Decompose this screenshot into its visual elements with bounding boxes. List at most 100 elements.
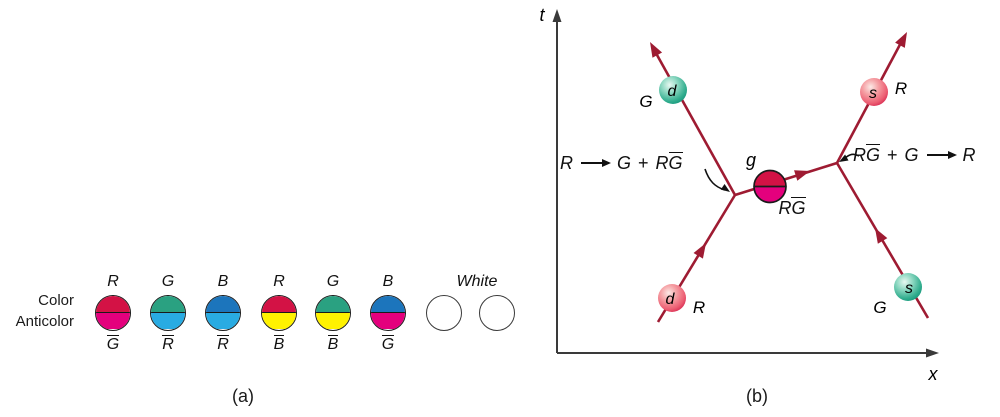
right-reaction: RG + G R (853, 144, 976, 166)
disc-divider (96, 311, 130, 314)
gluon-disc-top-half (754, 170, 786, 187)
gluon-color-disc (315, 295, 351, 331)
gluon-symbol: g (746, 150, 756, 170)
disc-bottom-half (151, 313, 185, 329)
outgoing-s-symbol: s (869, 85, 877, 102)
caption-a: (a) (232, 386, 254, 406)
left-reaction-gluon: RG (656, 152, 683, 174)
disc-bottom-half (316, 313, 350, 329)
disc-divider (371, 311, 405, 314)
color-label: B (382, 273, 394, 290)
right-reaction-second: G (904, 144, 919, 165)
gluon-color-label: RG (770, 197, 814, 219)
color-label: B (217, 273, 229, 290)
anticolor-letter: G (381, 335, 395, 353)
x-axis-label: x (928, 364, 939, 384)
left-reaction: R G + RG (560, 152, 683, 174)
t-axis-arrowhead (552, 9, 562, 22)
disc-top-half (262, 296, 296, 312)
right-reaction-rhs: R (962, 144, 976, 165)
gluon-color-bar: G (791, 197, 806, 218)
outgoing-d-arrowhead (650, 42, 663, 58)
left-reaction-gluon-bar: G (668, 152, 683, 173)
gluon-color-disc (261, 295, 297, 331)
incoming-s-color: G (873, 298, 886, 317)
anticolor-label: G (95, 335, 131, 354)
anticolor-letter: B (327, 335, 339, 353)
color-label: R (273, 273, 285, 290)
left-reaction-lhs: R (560, 152, 573, 173)
yields-arrow (581, 159, 611, 166)
outgoing-d-color: G (639, 92, 652, 111)
t-axis-label: t (539, 5, 545, 25)
incoming-d-arrowhead (693, 243, 706, 259)
gluon-propagator-line (734, 161, 838, 197)
anticolor-letter: G (106, 335, 120, 353)
anticolor-label: G (370, 335, 406, 354)
anticolor-label: R (205, 335, 241, 354)
disc-bottom-half (96, 313, 130, 329)
outgoing-d-quark-ball (659, 76, 687, 104)
left-annotation-arrowhead (720, 184, 730, 192)
outgoing-s-color: R (895, 79, 907, 98)
incoming-s-symbol: s (905, 280, 913, 297)
right-reaction-gluon: RG (853, 144, 881, 166)
color-label: R (107, 273, 119, 290)
x-axis-arrowhead (926, 348, 939, 358)
right-reaction-gluon-bar: G (866, 144, 881, 165)
disc-top-half (151, 296, 185, 312)
anticolor-letter: R (217, 335, 229, 353)
gluon-color-disc (370, 295, 406, 331)
anticolor-row-label: Anticolor (15, 313, 74, 330)
caption-b: (b) (746, 386, 768, 406)
plus-sign: + (638, 152, 649, 173)
disc-divider (151, 311, 185, 314)
anticolor-label: R (150, 335, 186, 354)
incoming-s-arrowhead (875, 228, 888, 244)
disc-top-half (371, 296, 405, 312)
outgoing-s-arrowhead (895, 32, 907, 48)
color-label: G (326, 273, 340, 290)
disc-divider (206, 311, 240, 314)
incoming-d-symbol: d (666, 291, 676, 308)
color-label: G (161, 273, 175, 290)
gluon-color-disc (150, 295, 186, 331)
gluon-arrowhead (794, 170, 810, 181)
yields-arrow (926, 151, 957, 158)
outgoing-s-quark-ball (860, 78, 888, 106)
gluon-disc-outline (753, 169, 787, 204)
incoming-s-quark-ball (894, 273, 922, 301)
left-reaction-first: G (617, 152, 632, 173)
anticolor-letter: B (273, 335, 285, 353)
outgoing-d-symbol: d (668, 83, 678, 100)
disc-top-half (206, 296, 240, 312)
disc-divider (316, 311, 350, 314)
disc-bottom-half (371, 313, 405, 329)
spacetime-diagram: t x g d G s R d (539, 5, 939, 384)
gluon-color-main: R (778, 198, 792, 218)
outgoing-d-quark-line (650, 45, 737, 196)
gluon-color-disc (205, 295, 241, 331)
color-row-label: Color (38, 292, 74, 309)
left-reaction-gluon-main: R (655, 153, 669, 173)
anticolor-letter: R (162, 335, 174, 353)
plus-sign: + (887, 144, 898, 165)
disc-top-half (316, 296, 350, 312)
white-circle-2 (479, 295, 515, 331)
white-label: White (456, 273, 498, 290)
disc-top-half (96, 296, 130, 312)
disc-bottom-half (206, 313, 240, 329)
disc-bottom-half (262, 313, 296, 329)
gluon-disc-bottom-half (754, 186, 786, 203)
incoming-d-color: R (693, 298, 705, 317)
right-reaction-gluon-main: R (853, 145, 866, 165)
anticolor-label: B (315, 335, 351, 354)
right-annotation-arrowhead (839, 154, 849, 162)
disc-divider (262, 311, 296, 314)
